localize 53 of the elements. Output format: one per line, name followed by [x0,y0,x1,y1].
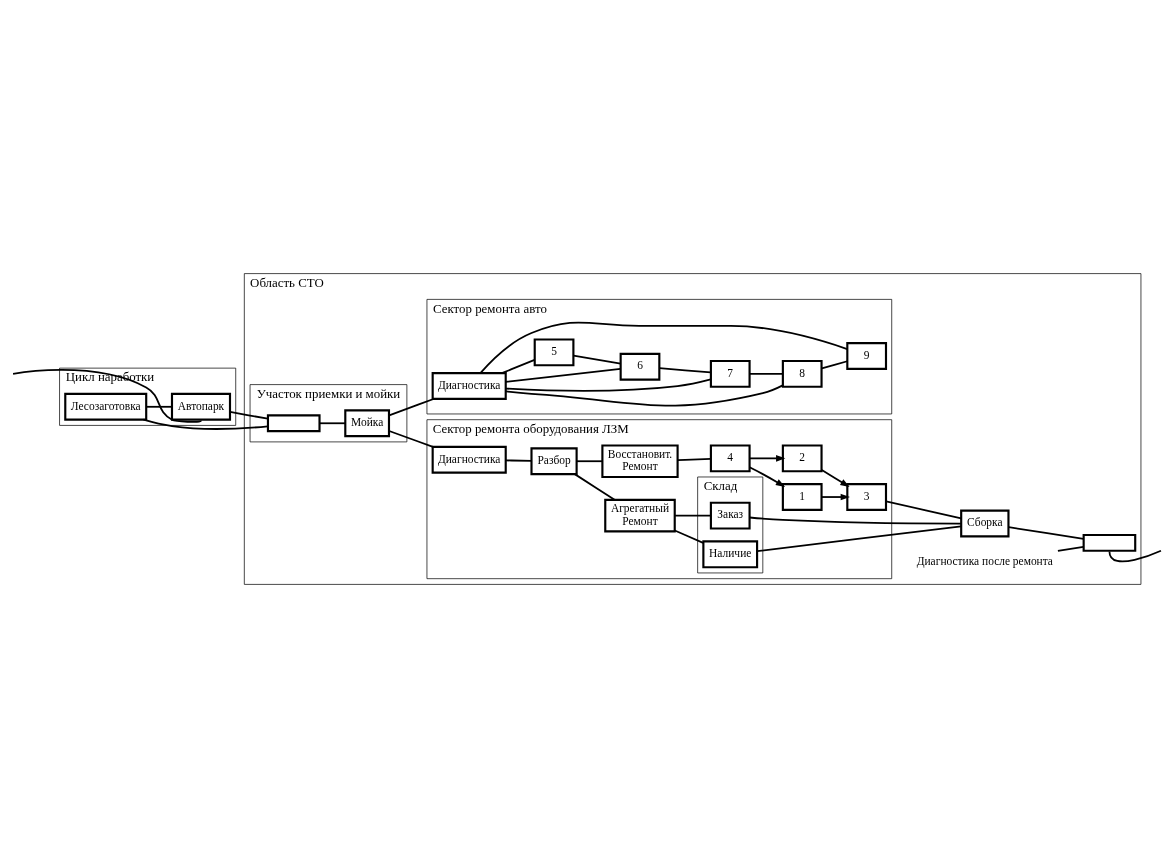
node-box: 3 [846,482,888,511]
node-box: 5 [533,337,575,366]
node-box [1082,533,1137,552]
connector [504,367,622,383]
node-box: Разбор [530,446,578,475]
connector [145,405,173,408]
connector [572,354,622,364]
node-box: Заказ [709,501,751,530]
node-text: Диагностика после ремонта [916,554,1053,567]
connector [318,421,347,424]
node-box: 6 [619,352,661,381]
arrow [748,465,786,487]
node-box: 8 [781,359,823,388]
connector [756,524,962,552]
connector [505,377,712,392]
connector [820,359,849,369]
connector [504,459,533,462]
arrow [820,493,850,500]
arrow [748,454,786,462]
connector [501,358,536,374]
node-box: Сборка [960,509,1010,537]
node-box: 4 [709,443,751,472]
arrow [820,468,850,487]
node-box: Мойка [344,408,391,437]
connector [1057,545,1085,552]
connector [658,366,712,373]
node-box: Диагностика [431,371,507,400]
connector [676,457,712,461]
connector [673,529,704,544]
node-box: Автопарк [170,392,232,421]
connector [673,514,712,517]
connector [505,384,784,407]
node-box: 2 [781,443,823,472]
node-box [266,413,321,432]
connector [388,429,434,448]
connector [575,459,604,462]
connector [885,499,963,519]
connector [142,418,269,430]
node-box: 7 [709,359,751,388]
connector [748,372,784,375]
connector [388,397,435,416]
node-box: Агрегатный Ремонт [604,498,676,532]
connector [479,321,849,374]
node-box: Восстановит. Ремонт [601,443,679,478]
node-box: 9 [846,341,888,370]
node-box: Наличие [702,539,759,568]
connector [1007,525,1085,540]
node-box: 1 [781,482,823,511]
connector [748,516,963,524]
node-box: Лесозаготовка [64,392,148,421]
connector [229,410,269,420]
node-box: Диагностика [431,445,507,474]
connector [573,472,616,501]
